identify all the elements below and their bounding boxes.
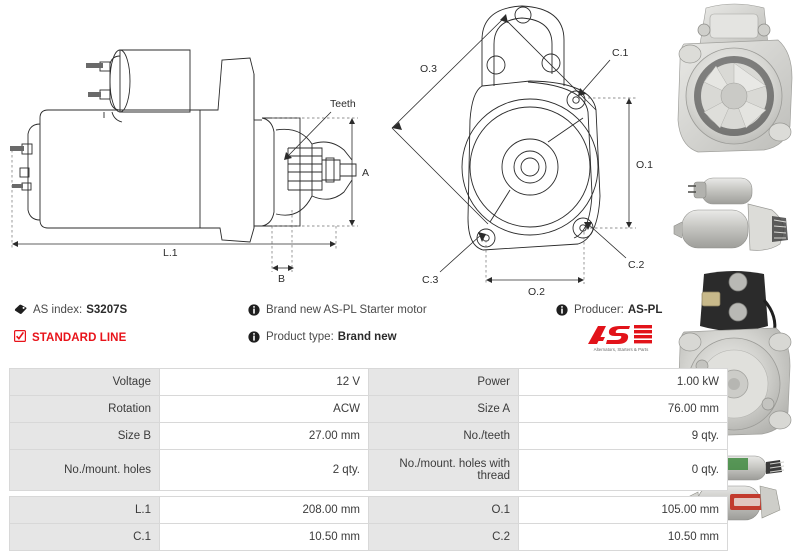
spec-label: C.1 <box>9 523 160 551</box>
spec-label: Size A <box>368 395 519 423</box>
producer-line: Producer: AS-PL <box>556 303 668 319</box>
spec-label: Voltage <box>9 368 160 396</box>
label-c2: C.2 <box>628 259 645 271</box>
spec-label: No./mount. holes with thread <box>368 449 519 491</box>
spec-value: 105.00 mm <box>518 496 728 524</box>
as-index-value: S3207S <box>86 304 128 316</box>
producer-value: AS-PL <box>627 304 663 316</box>
info-column-index: AS index: S3207S STANDARD LINE <box>14 303 244 345</box>
as-index-line: AS index: S3207S <box>14 303 244 319</box>
as-index-label: AS index: <box>33 304 83 316</box>
info-icon <box>248 304 260 320</box>
product-description: Brand new AS-PL Starter motor <box>266 304 427 316</box>
info-column-description: Brand new AS-PL Starter motor Product ty… <box>248 303 548 357</box>
tag-icon <box>14 304 27 320</box>
spec-label: C.2 <box>368 523 519 551</box>
product-info-strip: AS index: S3207S STANDARD LINE <box>0 303 668 365</box>
spec-value: 2 qty. <box>159 449 369 491</box>
label-teeth: Teeth <box>330 98 356 110</box>
info-icon <box>248 331 260 347</box>
label-size-b: B <box>278 273 285 285</box>
label-c1: C.1 <box>612 47 629 59</box>
producer-label: Producer: <box>574 304 624 316</box>
spec-value: 27.00 mm <box>159 422 369 450</box>
table-row: Rotation ACW Size A 76.00 mm <box>9 395 728 423</box>
product-photo-drive-end[interactable] <box>668 0 800 172</box>
spec-value: 9 qty. <box>518 422 728 450</box>
spec-label: Size B <box>9 422 160 450</box>
logo-tagline: Alternators, Starters & Parts <box>594 347 649 352</box>
label-l1: L.1 <box>163 247 178 259</box>
spec-value: 76.00 mm <box>518 395 728 423</box>
spec-label: Rotation <box>9 395 160 423</box>
product-type-line: Product type: Brand new <box>248 330 548 346</box>
spec-value: 10.50 mm <box>518 523 728 551</box>
standard-line-badge: STANDARD LINE <box>14 330 244 345</box>
label-c3: C.3 <box>422 274 439 286</box>
table-row: Voltage 12 V Power 1.00 kW <box>9 368 728 396</box>
checkbox-checked-icon <box>14 330 27 345</box>
label-o1: O.1 <box>636 159 653 171</box>
label-o3: O.3 <box>420 63 437 75</box>
as-pl-logo[interactable]: Alternators, Starters & Parts <box>582 323 660 353</box>
specification-table-body: Voltage 12 V Power 1.00 kW Rotation ACW … <box>9 368 728 551</box>
product-type-label: Product type: <box>266 331 334 343</box>
description-line: Brand new AS-PL Starter motor <box>248 303 548 319</box>
spec-value: 10.50 mm <box>159 523 369 551</box>
spec-label: No./mount. holes <box>9 449 160 491</box>
table-row: No./mount. holes 2 qty. No./mount. holes… <box>9 449 728 491</box>
spec-value: 0 qty. <box>518 449 728 491</box>
spec-label: Power <box>368 368 519 396</box>
spec-value: 12 V <box>159 368 369 396</box>
spec-value: 208.00 mm <box>159 496 369 524</box>
table-row: Size B 27.00 mm No./teeth 9 qty. <box>9 422 728 450</box>
specification-table: Voltage 12 V Power 1.00 kW Rotation ACW … <box>9 368 728 551</box>
technical-drawings: Teeth L.1 A B <box>0 0 668 300</box>
standard-line-label: STANDARD LINE <box>32 331 127 344</box>
spec-label: O.1 <box>368 496 519 524</box>
info-column-producer: Producer: AS-PL Alternators, Starters & … <box>556 303 668 353</box>
label-size-a: A <box>362 167 369 179</box>
table-row: C.1 10.50 mm C.2 10.50 mm <box>9 523 728 551</box>
spec-label: L.1 <box>9 496 160 524</box>
product-photo-side-profile[interactable] <box>668 172 800 270</box>
spec-value: 1.00 kW <box>518 368 728 396</box>
label-o2: O.2 <box>528 286 545 298</box>
side-view-drawing: Teeth L.1 A B <box>0 0 378 300</box>
front-view-drawing: O.3 O.1 O.2 C.1 C.2 C.3 <box>378 0 668 300</box>
product-type-value: Brand new <box>337 331 397 343</box>
spec-label: No./teeth <box>368 422 519 450</box>
spec-value: ACW <box>159 395 369 423</box>
info-icon <box>556 304 568 320</box>
table-row: L.1 208.00 mm O.1 105.00 mm <box>9 496 728 524</box>
